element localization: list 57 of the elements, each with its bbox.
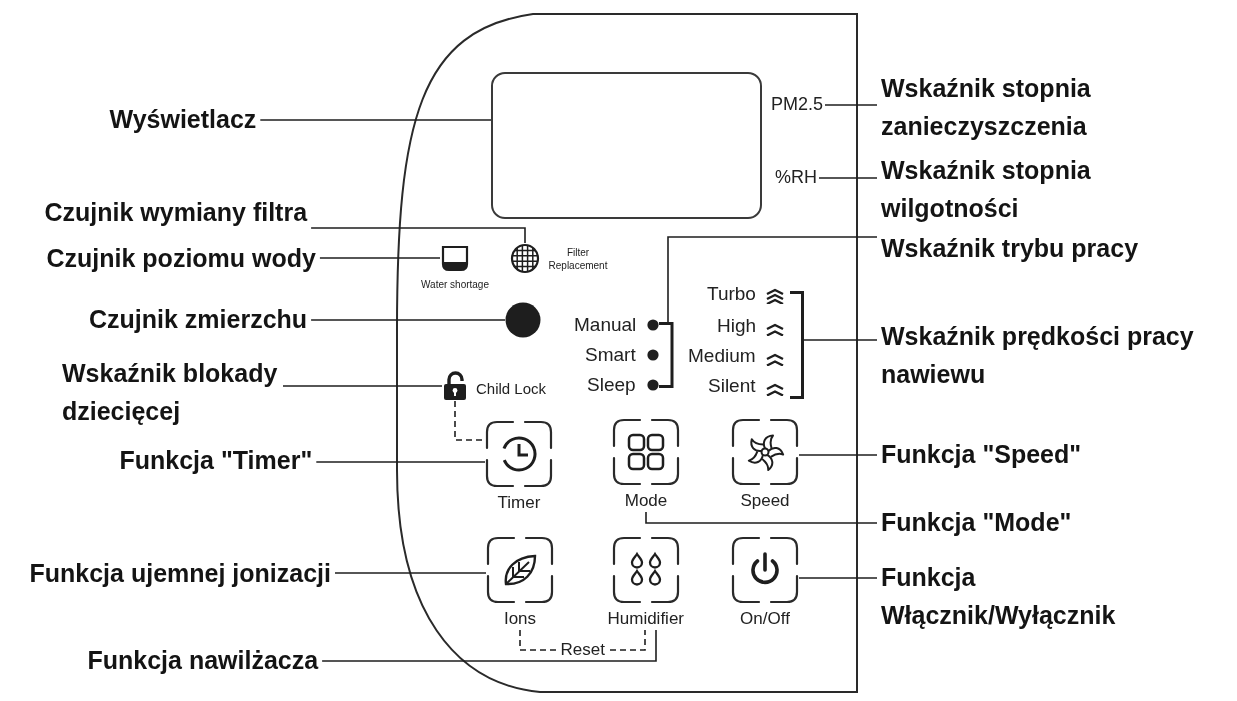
speed-label: Silent	[707, 374, 757, 398]
mode-label: Sleep	[586, 373, 637, 397]
water-tank-icon	[440, 245, 470, 272]
padlock-icon	[442, 371, 468, 401]
callout-label: Wskaźnik blokady dziecięcej	[58, 355, 283, 430]
callout-label: Funkcja "Timer"	[115, 442, 317, 480]
callout-label: Funkcja "Mode"	[877, 504, 1077, 542]
leader-line	[798, 454, 878, 456]
leader-line	[798, 577, 878, 579]
indicator-label: %RH	[773, 167, 819, 189]
icon-caption: Filter Replacement	[547, 247, 609, 272]
key-label: Timer	[497, 492, 541, 514]
leader-line	[310, 319, 506, 321]
leader-line	[310, 227, 526, 244]
callout-label: Czujnik poziomu wody	[42, 240, 320, 278]
indicator-label: PM2.5	[769, 94, 826, 116]
leader-line	[334, 572, 487, 574]
key-label: Humidifier	[607, 608, 685, 630]
leader-line	[282, 385, 443, 387]
leader-line	[803, 339, 878, 341]
leader-line	[818, 177, 878, 179]
callout-label: Wskaźnik prędkości pracy nawiewu	[877, 318, 1199, 393]
mode-label: Manual	[573, 313, 638, 337]
leader-line	[319, 257, 441, 259]
leader-line	[321, 629, 657, 662]
speed-label: High	[716, 314, 758, 338]
speed-label: Medium	[687, 344, 757, 368]
callout-label: Wskaźnik trybu pracy	[877, 230, 1144, 268]
callout-label: Funkcja "Speed"	[877, 436, 1087, 474]
callout-label: Funkcja nawilżacza	[83, 642, 323, 680]
key-label: Mode	[624, 490, 668, 512]
control-panel	[395, 12, 859, 694]
leader-line	[315, 461, 486, 463]
leader-line	[645, 511, 878, 524]
icon-caption: Child Lock	[475, 380, 548, 399]
callout-label: Czujnik zmierzchu	[85, 301, 312, 339]
callout-label: Wskaźnik stopnia zanieczyszczenia	[877, 70, 1096, 145]
leader-line	[259, 119, 492, 121]
key-label: Speed	[740, 490, 790, 512]
key-label: Ions	[503, 608, 537, 630]
bracket	[659, 322, 674, 388]
callout-label: Wyświetlacz	[105, 101, 261, 139]
leader-line	[824, 104, 878, 106]
callout-label: Czujnik wymiany filtra	[40, 194, 312, 232]
bracket	[790, 291, 804, 399]
display-screen	[491, 72, 762, 219]
icon-caption: Water shortage	[420, 279, 490, 292]
speed-label: Turbo	[706, 282, 757, 306]
mode-label: Smart	[584, 343, 637, 367]
callout-label: Wskaźnik stopnia wilgotności	[877, 152, 1096, 227]
sensor-dot	[505, 302, 541, 338]
mesh-icon	[510, 243, 540, 274]
callout-label: Funkcja ujemnej jonizacji	[25, 555, 335, 593]
key-label: On/Off	[740, 608, 790, 630]
touch-button	[731, 418, 799, 512]
leader-line	[667, 236, 878, 323]
callout-label: Funkcja Włącznik/Wyłącznik	[877, 559, 1121, 634]
